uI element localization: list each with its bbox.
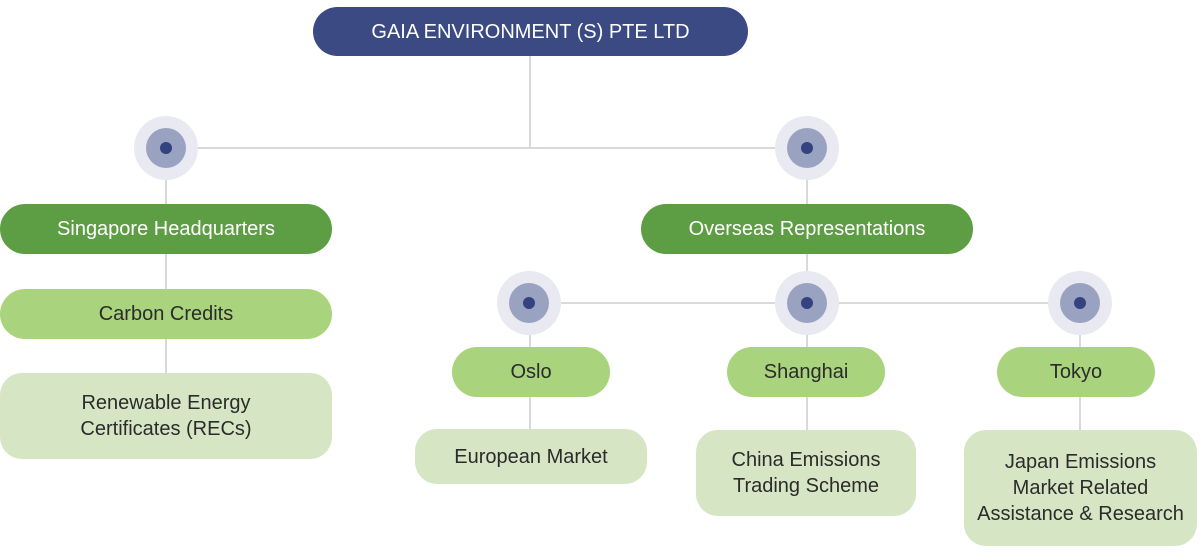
junction-icon bbox=[775, 271, 839, 335]
office-oslo-node: Oslo bbox=[452, 347, 610, 397]
junction-icon bbox=[497, 271, 561, 335]
renewable-energy-certificates-node: Renewable Energy Certificates (RECs) bbox=[0, 373, 332, 459]
junction-icon bbox=[1048, 271, 1112, 335]
root-node: GAIA ENVIRONMENT (S) PTE LTD bbox=[313, 7, 748, 56]
singapore-headquarters-node: Singapore Headquarters bbox=[0, 204, 332, 254]
china-emissions-trading-node: China Emissions Trading Scheme bbox=[696, 430, 916, 516]
connector-level1-horizontal bbox=[166, 147, 807, 149]
japan-emissions-market-node: Japan Emissions Market Related Assistanc… bbox=[964, 430, 1197, 546]
office-tokyo-node: Tokyo bbox=[997, 347, 1155, 397]
junction-icon bbox=[775, 116, 839, 180]
junction-icon bbox=[134, 116, 198, 180]
office-shanghai-node: Shanghai bbox=[727, 347, 885, 397]
overseas-representations-node: Overseas Representations bbox=[641, 204, 973, 254]
european-market-node: European Market bbox=[415, 429, 647, 484]
connector-singapore bbox=[165, 148, 167, 378]
connector-root-down bbox=[529, 55, 531, 148]
carbon-credits-node: Carbon Credits bbox=[0, 289, 332, 339]
